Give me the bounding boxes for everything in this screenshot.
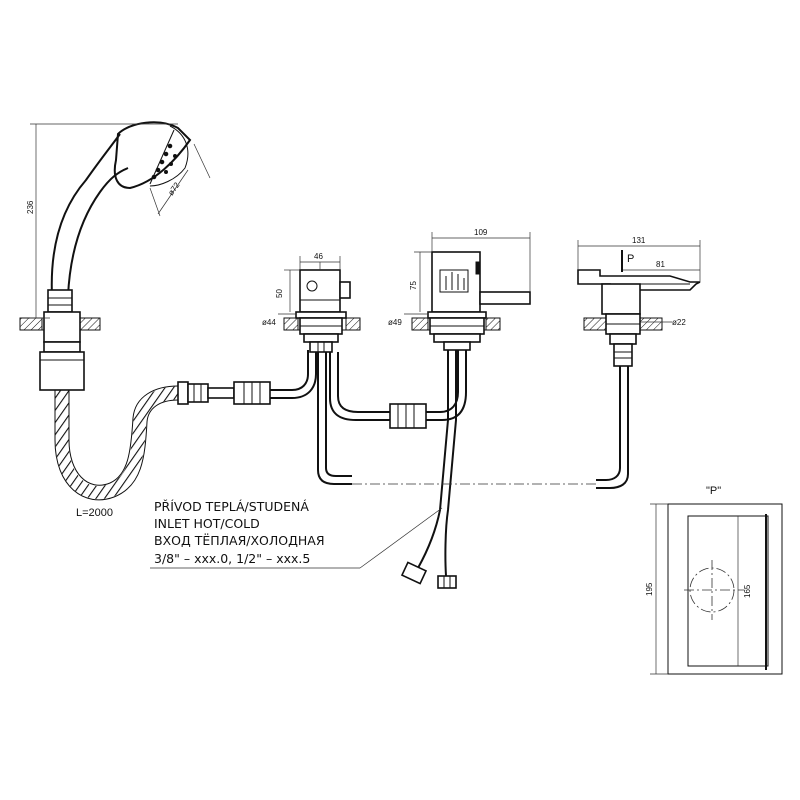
mixer-valve [400,251,531,589]
dim-diverter-width: 46 [314,252,323,261]
detail-title: "P" [706,485,721,497]
dim-spout-width: 131 [632,236,646,245]
shower-nozzles [151,143,177,180]
hand-shower [47,121,192,313]
diverter-valve [283,262,390,485]
dim-mixer-width: 109 [474,228,488,237]
dim-detail-height: 195 [645,582,654,596]
shower-hose [54,385,179,501]
spout [577,269,701,489]
dimension-lines [30,123,701,569]
dim-handshower-height: 236 [26,200,35,214]
inlet-note-line-en: INLET HOT/COLD [154,516,260,531]
hose-length-label: L=2000 [76,507,113,519]
dim-spout-base: ø22 [672,318,686,327]
diverter-mixer-connector [389,350,467,429]
dim-diverter-base: ø44 [262,318,276,327]
dim-mixer-height: 75 [409,281,418,290]
inlet-note-line-ru: ВХОД ТЁПЛАЯ/ХОЛОДНАЯ [154,533,325,548]
inlet-note-line-sizes: 3/8" – xxx.0, 1/2" – xxx.5 [154,551,310,566]
detail-p [650,503,783,675]
dim-mixer-base: ø49 [388,318,402,327]
dim-diverter-height: 50 [275,289,284,298]
inlet-note: PŘÍVOD TEPLÁ/STUDENÁ INLET HOT/COLD ВХОД… [154,499,325,566]
hose-fittings [177,350,317,405]
dim-detail-inner: 165 [743,584,752,598]
dim-spout-offset: 81 [656,260,665,269]
section-marker-p: P [627,253,634,265]
inlet-note-line-cz: PŘÍVOD TEPLÁ/STUDENÁ [154,499,309,514]
shower-holder [19,311,101,391]
